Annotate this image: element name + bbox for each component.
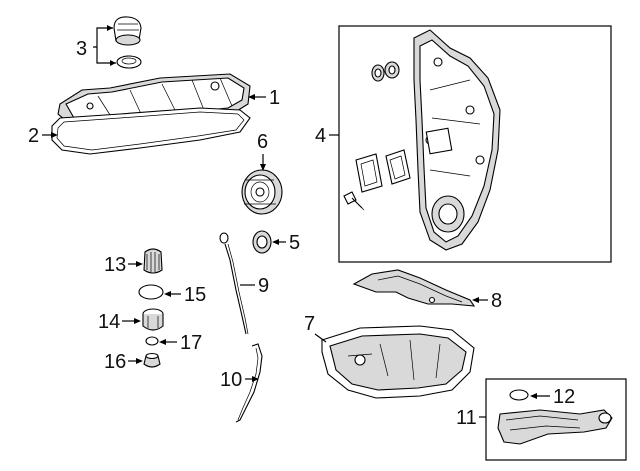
callout-5: 5 [289,232,300,254]
leader-3 [93,27,116,64]
oil-pan-icon[interactable] [321,325,475,399]
front-seal-icon[interactable] [252,230,272,254]
timing-cover-seals-icon[interactable] [371,61,400,82]
arrowhead-17 [159,339,166,345]
strainer-gasket-icon[interactable] [509,389,529,401]
arrowhead-5 [272,239,279,245]
callout-9: 9 [258,275,269,297]
arrowhead-6 [260,164,266,171]
water-pump-gasket-icon[interactable] [355,149,411,193]
arrowhead-14 [134,318,141,324]
callout-17: 17 [180,332,202,354]
callout-10: 10 [220,369,242,391]
filter-cap-icon[interactable] [143,248,163,274]
callout-1: 1 [269,87,280,109]
arrowhead-8 [472,297,479,303]
callout-15: 15 [184,284,206,306]
oil-filler-cap-icon[interactable] [113,16,142,46]
valve-cover-gasket-icon[interactable] [51,107,251,155]
arrowheads-3 [107,25,116,66]
callout-13: 13 [104,254,126,276]
callout-6: 6 [257,131,268,153]
small-o-ring-icon[interactable] [145,336,159,346]
callout-3: 3 [76,38,87,60]
arrowhead-12 [530,393,537,399]
arrowhead-13 [136,261,143,267]
oil-strainer-box [485,378,627,461]
dipstick-icon[interactable] [219,232,249,335]
callout-11: 11 [456,407,477,429]
dipstick-tube-icon[interactable] [235,343,263,423]
arrowhead-16 [136,358,143,364]
filter-housing-icon[interactable] [142,308,164,331]
crank-pulley-icon[interactable] [241,169,283,215]
arrowhead-15 [164,291,171,297]
timing-cover-bolt-icon[interactable] [343,191,365,211]
arrowhead-10 [252,376,259,382]
timing-cover-box [338,25,612,263]
callout-16: 16 [104,351,126,373]
timing-cover-icon[interactable] [413,29,501,251]
cap-seal-icon[interactable] [116,55,142,69]
callout-14: 14 [98,311,120,333]
callout-2: 2 [28,125,39,147]
drain-plug-icon[interactable] [143,352,161,368]
o-ring-icon[interactable] [138,284,164,300]
callout-4: 4 [315,125,326,147]
arrowhead-1 [248,94,255,100]
leader-7 [314,333,327,343]
arrowhead-2 [51,132,58,138]
baffle-plate-icon[interactable] [352,269,476,307]
oil-strainer-icon[interactable] [497,409,613,445]
callout-8: 8 [491,290,502,312]
callout-12: 12 [553,386,575,408]
callout-7: 7 [304,313,315,335]
